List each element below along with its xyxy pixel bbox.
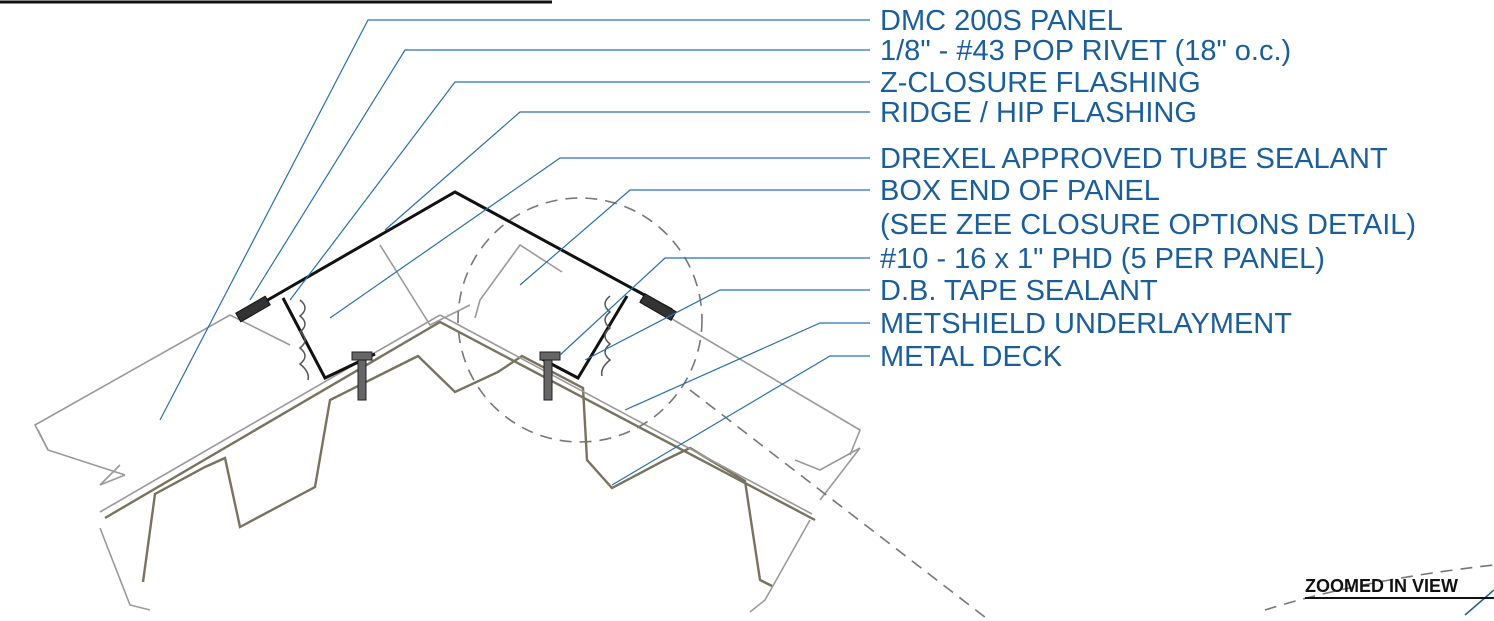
callout-box-end: BOX END OF PANEL <box>880 175 1160 207</box>
zoom-indicator <box>457 197 1494 621</box>
callout-labels: DMC 200S PANEL 1/8" - #43 POP RIVET (18"… <box>880 5 1416 373</box>
metal-deck <box>104 320 816 588</box>
callout-phd-screw: #10 - 16 x 1" PHD (5 PER PANEL) <box>880 243 1325 275</box>
phd-screws <box>351 351 561 401</box>
callout-db-tape: D.B. TAPE SEALANT <box>880 275 1158 307</box>
callout-tube-sealant: DREXEL APPROVED TUBE SEALANT <box>880 143 1388 175</box>
callout-metal-deck: METAL DECK <box>880 341 1063 373</box>
callout-dmc-panel: DMC 200S PANEL <box>880 5 1123 37</box>
callout-pop-rivet: 1/8" - #43 POP RIVET (18" o.c.) <box>880 35 1291 67</box>
dmc-200s-panels <box>33 243 861 613</box>
callout-metshield: METSHIELD UNDERLAYMENT <box>880 308 1292 340</box>
callout-z-closure: Z-CLOSURE FLASHING <box>880 67 1201 99</box>
callout-see-zee: (SEE ZEE CLOSURE OPTIONS DETAIL) <box>880 209 1416 241</box>
leader-lines <box>159 19 870 486</box>
zoomed-view-title: ZOOMED IN VIEW <box>1305 576 1458 596</box>
metshield-underlayment <box>99 314 813 515</box>
callout-ridge-hip: RIDGE / HIP FLASHING <box>880 97 1197 129</box>
ridge-hip-flashing <box>239 190 673 380</box>
db-tape-sealant <box>235 292 677 323</box>
